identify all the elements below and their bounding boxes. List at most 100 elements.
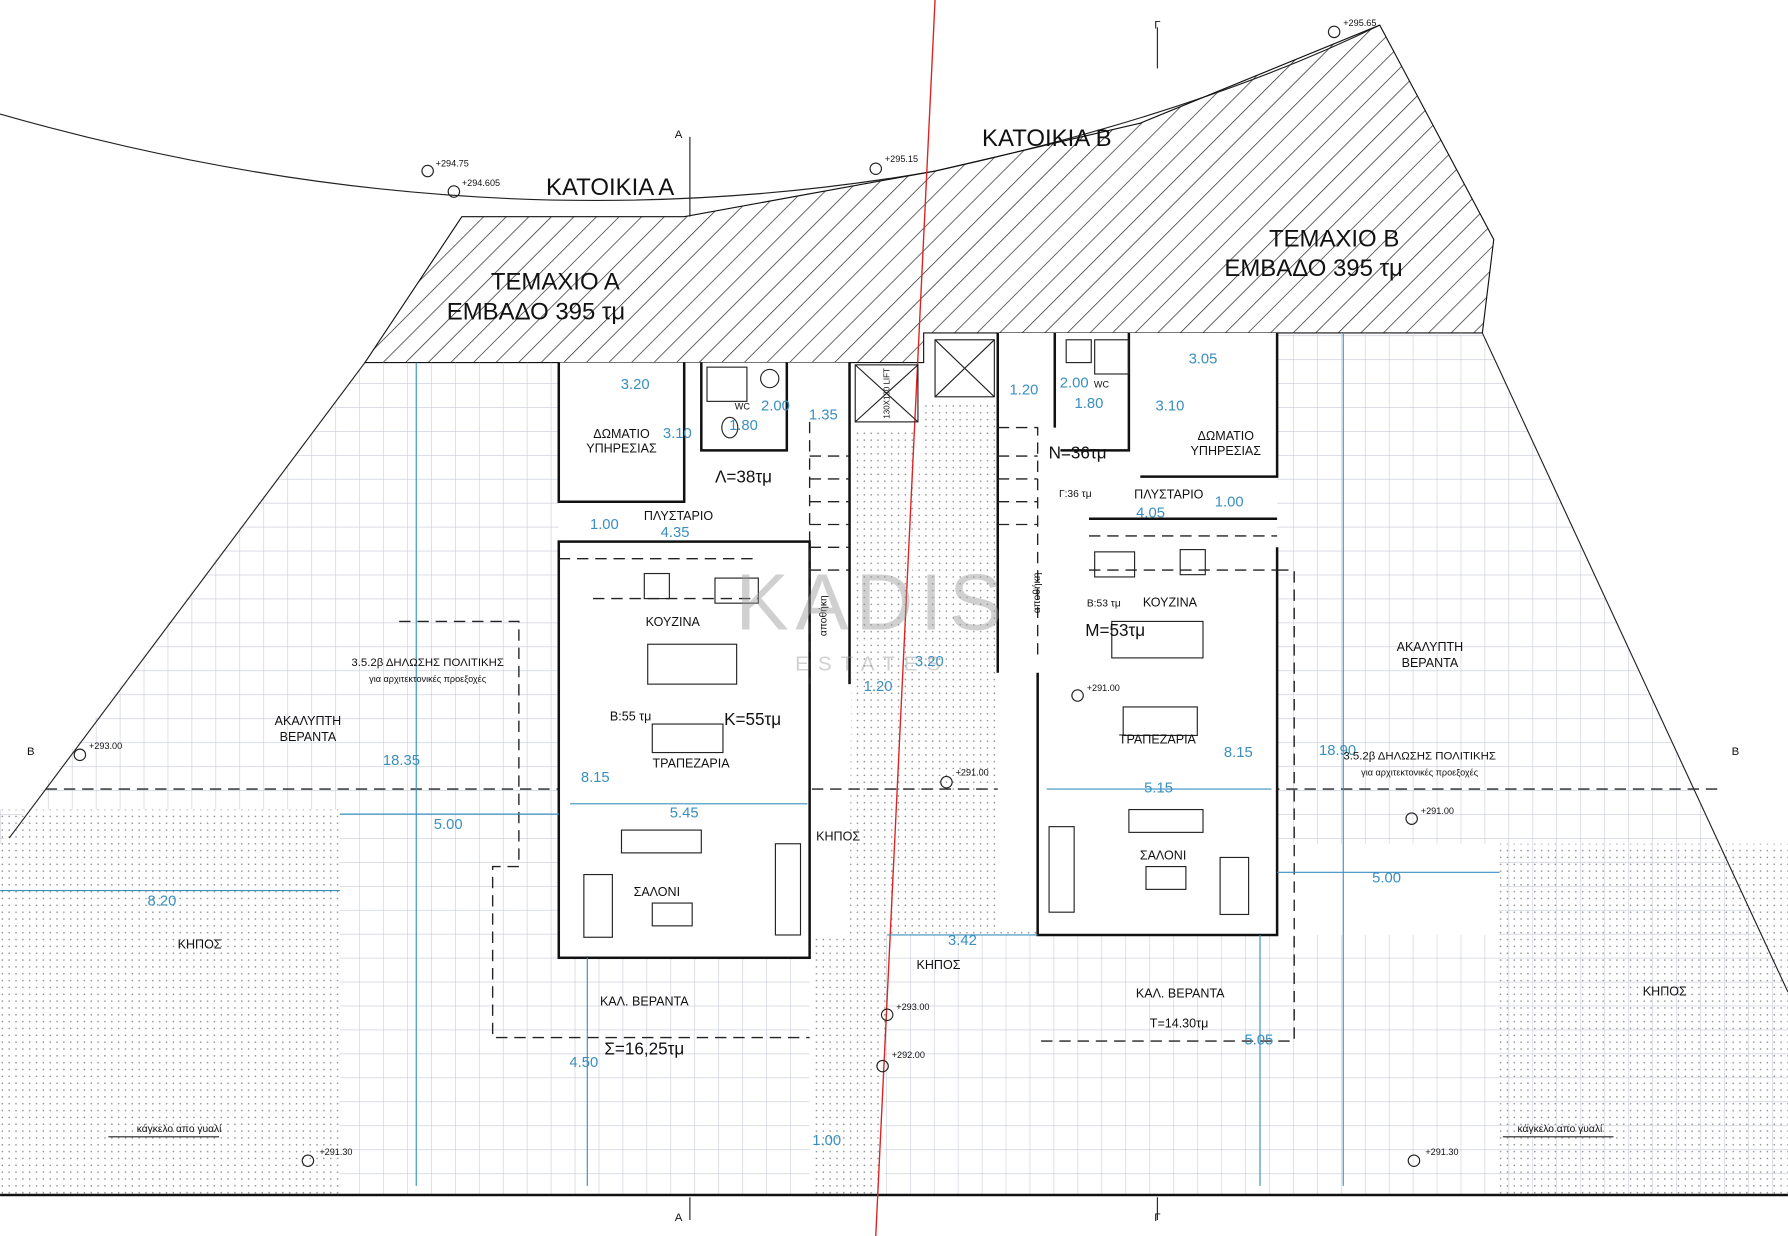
veranda-grid-a <box>0 362 559 844</box>
room-label: ΤΡΑΠΕΖΑΡΙΑ <box>1119 732 1197 746</box>
area-label: Μ=53τμ <box>1085 621 1145 640</box>
svg-text:1.80: 1.80 <box>729 418 758 434</box>
elevation-marker-icon <box>880 1008 894 1022</box>
elevation-markers: +294.75 +294.605 +295.15 +295.65 +293.00… <box>73 18 1459 1168</box>
area-label: Γ:36 τμ <box>1059 489 1092 500</box>
elevation-marker-icon <box>1405 812 1418 825</box>
svg-text:3.10: 3.10 <box>663 426 692 442</box>
room-label: ΥΠΗΡΕΣΙΑΣ <box>586 442 657 456</box>
plot-b-area: ΕΜΒΑΔΟ 395 τμ <box>1224 255 1402 282</box>
room-label: ΤΡΑΠΕΖΑΡΙΑ <box>653 756 731 770</box>
svg-text:+295.65: +295.65 <box>1343 18 1376 28</box>
svg-text:2.00: 2.00 <box>761 398 790 414</box>
area-label: Β:55 τμ <box>610 710 651 724</box>
svg-text:3.10: 3.10 <box>1156 398 1185 414</box>
room-label: WC <box>735 401 751 411</box>
svg-text:1.00: 1.00 <box>1215 494 1244 510</box>
lift-icon-b <box>934 339 995 398</box>
stove-icon <box>643 572 670 600</box>
svg-text:1.00: 1.00 <box>812 1133 841 1149</box>
room-label: WC <box>1094 380 1110 390</box>
plot-a-name: ΤΕΜΑΧΙΟ Α <box>491 269 620 296</box>
elevation-marker-icon <box>1327 25 1341 39</box>
svg-text:3.05: 3.05 <box>1189 352 1218 368</box>
room-label: ΔΩΜΑΤΙΟ <box>593 427 650 441</box>
svg-text:+291.30: +291.30 <box>319 1147 352 1157</box>
svg-text:5.45: 5.45 <box>670 806 699 822</box>
elevation-marker-icon <box>73 748 87 762</box>
room-label: ΠΛΥΣΤΑΡΙΟ <box>1134 487 1204 501</box>
room-label: ΒΕΡΑΝΤΑ <box>1402 656 1459 670</box>
hatched-parcel <box>363 24 1495 364</box>
svg-text:4.05: 4.05 <box>1136 506 1165 522</box>
elevation-marker-icon <box>447 185 461 198</box>
room-label: αποθήκη <box>1031 572 1043 613</box>
room-label: ΑΚΑΛΥΠΤΗ <box>275 714 342 728</box>
sofa <box>620 829 702 854</box>
house-a <box>399 362 919 1039</box>
svg-text:8.15: 8.15 <box>1224 745 1253 761</box>
sink-icon <box>760 368 780 389</box>
area-label: Κ=55τμ <box>724 710 781 729</box>
room-label: ΚΑΛ. ΒΕΡΑΝΤΑ <box>1136 987 1225 1001</box>
dimensions-b: 1.20 2.00 1.80 3.05 3.10 1.00 4.05 8.15 … <box>948 352 1401 1049</box>
svg-text:+291.00: +291.00 <box>1421 806 1454 816</box>
svg-text:+291.30: +291.30 <box>1425 1147 1458 1157</box>
room-label: ΚΑΛ. ΒΕΡΑΝΤΑ <box>600 995 689 1009</box>
room-label: ΒΕΡΑΝΤΑ <box>280 730 337 744</box>
svg-text:+291.00: +291.00 <box>1087 683 1120 693</box>
dining-table <box>651 723 724 754</box>
svg-text:4.35: 4.35 <box>661 525 690 541</box>
svg-text:+293.00: +293.00 <box>896 1002 929 1012</box>
svg-text:3.42: 3.42 <box>948 933 977 949</box>
room-label: ΚΗΠΟΣ <box>178 938 222 952</box>
svg-text:18.90: 18.90 <box>1319 743 1356 759</box>
elevation-marker-icon <box>869 162 883 176</box>
area-label: Ν=36τμ <box>1049 443 1107 462</box>
garden-label: ΚΗΠΟΣ <box>916 958 960 972</box>
house-a-title: ΚΑΤΟΙΚΙΑ Α <box>546 174 674 201</box>
glass-rail-note-b: κάγκελο απο γυαλί <box>1518 1123 1603 1135</box>
room-label: ΑΚΑΛΥΠΤΗ <box>1397 640 1464 654</box>
policy-note-b: 3.5.2β ΔΗΛΩΣΗΣ ΠΟΛΙΤΙΚΗΣ <box>1343 750 1496 762</box>
elevation-marker-icon <box>1407 1154 1421 1168</box>
elevation-marker-icon <box>1071 689 1084 702</box>
area-label: Τ=14.30τμ <box>1150 1016 1209 1030</box>
svg-text:8.15: 8.15 <box>581 770 610 786</box>
rooms-a: ΔΩΜΑΤΙΟ ΥΠΗΡΕΣΙΑΣ WC Λ=38τμ ΠΛΥΣΤΑΡΙΟ ΚΟ… <box>178 401 830 1058</box>
room-label: ΚΟΥΖΙΝΑ <box>1143 596 1198 610</box>
svg-text:3.20: 3.20 <box>621 377 650 393</box>
shower-icon <box>706 366 748 402</box>
dimension-lines <box>0 332 1500 1186</box>
svg-text:1.35: 1.35 <box>809 408 838 424</box>
svg-text:+292.00: +292.00 <box>892 1050 925 1060</box>
lift-label: 130X130 LIFT <box>882 368 891 419</box>
room-label: ΣΑΛΟΝΙ <box>1140 849 1187 863</box>
policy-note-b-sub: για αρχιτεκτονικές προεξοχές <box>1361 767 1479 777</box>
svg-text:1.80: 1.80 <box>1075 396 1104 412</box>
elevation-marker-icon <box>301 1154 315 1168</box>
svg-text:5.15: 5.15 <box>1144 780 1173 796</box>
room-label: ΚΗΠΟΣ <box>1643 984 1687 998</box>
room-label: ΠΛΥΣΤΑΡΙΟ <box>644 509 714 523</box>
area-label: Β:53 τμ <box>1087 599 1121 610</box>
elevation-marker-icon <box>876 1059 889 1073</box>
svg-text:+293.00: +293.00 <box>89 741 122 751</box>
garden-label: ΚΗΠΟΣ <box>816 829 860 843</box>
room-label: ΚΟΥΖΙΝΑ <box>646 615 701 629</box>
plot-b-name: ΤΕΜΑΧΙΟ Β <box>1269 225 1399 252</box>
svg-text:+294.75: +294.75 <box>436 158 469 168</box>
house-b <box>934 332 1295 1042</box>
plot-division-line <box>875 0 936 1236</box>
section-marker-b-left: Β <box>27 746 35 758</box>
policy-note-a: 3.5.2β ΔΗΛΩΣΗΣ ΠΟΛΙΤΙΚΗΣ <box>351 657 504 669</box>
svg-text:3.20: 3.20 <box>915 654 944 670</box>
svg-text:1.20: 1.20 <box>864 679 893 695</box>
section-marker-c-top: Γ <box>1154 20 1160 32</box>
garden-mid <box>811 427 918 1195</box>
house-b-title: ΚΑΤΟΙΚΙΑ Β <box>982 125 1112 152</box>
grid-b-lower <box>883 934 1500 1195</box>
area-label: Λ=38τμ <box>715 467 772 486</box>
toilet-icon <box>721 416 739 439</box>
